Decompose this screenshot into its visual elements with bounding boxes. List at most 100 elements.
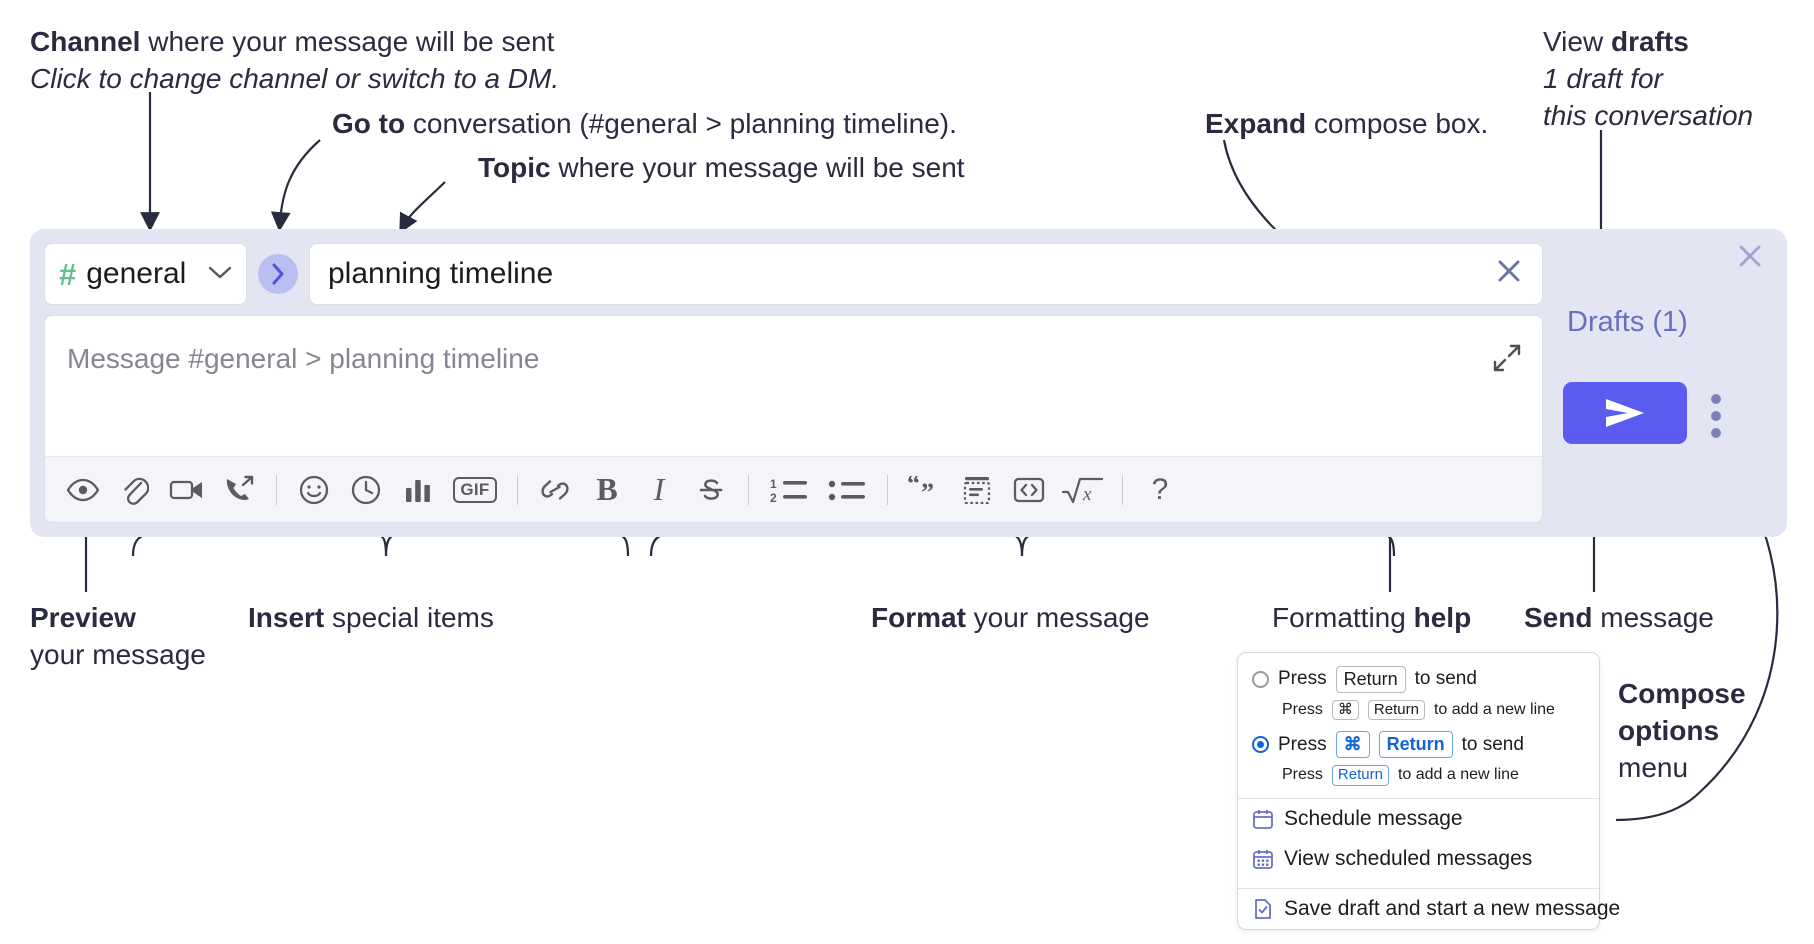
preview-icon[interactable] (57, 466, 109, 514)
option1-sub-key-return: Return (1367, 699, 1425, 721)
attachment-icon[interactable] (109, 466, 161, 514)
menu-item-save-draft[interactable]: Save draft and start a new message (1238, 889, 1620, 929)
option2-sub-key-return: Return (1331, 764, 1389, 786)
toolbar-separator (276, 474, 277, 505)
topic-value: planning timeline (328, 257, 554, 290)
annotation-format: Format your message (871, 600, 1150, 637)
ordered-list-icon[interactable]: 1 2 (760, 466, 818, 514)
emoji-icon[interactable] (288, 466, 340, 514)
option1-post-label: to send (1414, 668, 1477, 690)
annotation-topic-rest: where your message will be sent (550, 152, 965, 183)
option2-key-cmd: ⌘ (1335, 731, 1370, 758)
composer-right-column: Drafts (1) (1543, 229, 1787, 537)
italic-icon[interactable]: I (633, 466, 685, 514)
annotation-drafts-bold: drafts (1610, 26, 1689, 57)
drafts-link[interactable]: Drafts (1) (1567, 306, 1688, 338)
close-icon[interactable] (1735, 241, 1765, 277)
annotation-compose-bold2: options (1618, 714, 1720, 746)
annotation-compose-rest: menu (1618, 751, 1689, 783)
annotation-insert-rest: special items (324, 602, 494, 633)
gif-label: GIF (453, 476, 497, 503)
go-to-conversation-button[interactable] (258, 254, 298, 294)
bold-icon[interactable]: B (581, 466, 633, 514)
italic-label: I (653, 471, 665, 507)
menu-item-schedule-message[interactable]: Schedule message (1238, 799, 1599, 839)
option2-pre-label: Press (1278, 733, 1327, 755)
radio-unselected-icon[interactable] (1252, 670, 1269, 688)
send-option-cmd-return-sub: Press Return to add a new line (1238, 762, 1599, 789)
poll-icon[interactable] (392, 466, 444, 514)
toolbar-separator (1122, 474, 1123, 505)
annotation-formatting-help: Formatting help (1272, 600, 1471, 637)
annotation-preview-rest: your message (30, 638, 206, 670)
annotation-expand: Expand compose box. (1205, 106, 1488, 143)
channel-selector[interactable]: # general (44, 243, 247, 305)
strikethrough-icon[interactable] (685, 466, 737, 514)
annotation-help-bold: help (1413, 602, 1472, 633)
menu-item-label: View scheduled messages (1284, 846, 1533, 870)
compose-options-menu: Press Return to send Press ⌘ Return to a… (1237, 652, 1620, 930)
gif-icon[interactable]: GIF (444, 466, 506, 514)
annotation-help-lead: Formatting (1272, 602, 1414, 633)
video-icon[interactable] (161, 466, 213, 514)
option1-sub-key-cmd: ⌘ (1331, 699, 1359, 721)
code-block-icon[interactable] (951, 466, 1003, 514)
annotation-drafts-lead: View (1543, 26, 1611, 57)
link-icon[interactable] (529, 466, 581, 514)
toolbar-separator (887, 474, 888, 505)
clear-topic-icon[interactable] (1494, 256, 1524, 292)
chevron-down-icon (208, 263, 232, 286)
latex-icon[interactable]: x (1055, 466, 1111, 514)
send-option-return-sub: Press ⌘ Return to add a new line (1238, 697, 1599, 724)
send-option-cmd-return[interactable]: Press ⌘ Return to send (1238, 728, 1599, 761)
menu-item-view-scheduled[interactable]: View scheduled messages (1238, 839, 1599, 879)
annotation-goto-rest: conversation (#general > planning timeli… (405, 108, 957, 139)
topic-input[interactable]: planning timeline (309, 243, 1543, 305)
annotation-channel-rest: where your message will be sent (140, 26, 555, 57)
annotation-topic: Topic where your message will be sent (478, 150, 965, 187)
option2-post-label: to send (1461, 733, 1524, 755)
formatting-toolbar: GIF B I (45, 456, 1542, 522)
bold-label: B (596, 471, 618, 507)
option2-key-return: Return (1378, 731, 1453, 758)
code-icon[interactable] (1003, 466, 1055, 514)
menu-item-label: Schedule message (1284, 806, 1463, 830)
bulleted-list-icon[interactable] (818, 466, 876, 514)
message-composer-panel: # general planning timeline M (30, 229, 1787, 537)
annotation-topic-bold: Topic (478, 152, 551, 183)
expand-compose-icon[interactable] (1492, 343, 1522, 373)
composer-header-row: # general planning timeline (44, 243, 1543, 305)
annotation-expand-rest: compose box. (1306, 108, 1489, 139)
annotation-compose-bold1: Compose (1618, 678, 1746, 709)
help-glyph: ? (1151, 472, 1169, 506)
compose-options-button[interactable] (1711, 394, 1721, 438)
menu-divider (1238, 797, 1599, 799)
annotation-preview: Preview your message (30, 600, 206, 674)
kebab-dot (1711, 428, 1721, 438)
annotation-format-bold: Format (871, 602, 966, 633)
clock-icon[interactable] (340, 466, 392, 514)
annotation-compose-options: Compose options menu (1618, 676, 1746, 787)
send-option-return[interactable]: Press Return to send (1238, 663, 1599, 696)
message-input-box[interactable]: Message #general > planning timeline (44, 315, 1543, 523)
annotation-expand-bold: Expand (1205, 108, 1307, 139)
hash-icon: # (59, 256, 77, 292)
blockquote-icon[interactable]: “ ” (899, 466, 951, 514)
option2-sub-post: to add a new line (1397, 766, 1519, 784)
toolbar-separator (517, 474, 518, 505)
annotation-drafts-italic1: 1 draft for (1543, 62, 1663, 94)
toolbar-separator (748, 474, 749, 505)
menu-divider (1238, 887, 1599, 889)
annotation-goto-bold: Go to (332, 108, 406, 139)
radio-selected-icon[interactable] (1252, 736, 1269, 753)
audio-call-icon[interactable] (213, 466, 265, 514)
annotation-insert-bold: Insert (248, 602, 325, 633)
option1-sub-pre: Press (1282, 700, 1323, 718)
send-button[interactable] (1563, 382, 1687, 444)
option1-sub-post: to add a new line (1433, 700, 1555, 718)
option2-sub-pre: Press (1282, 766, 1323, 784)
svg-text:1: 1 (770, 477, 777, 491)
svg-text:2: 2 (770, 491, 777, 504)
formatting-help-icon[interactable]: ? (1134, 466, 1186, 514)
